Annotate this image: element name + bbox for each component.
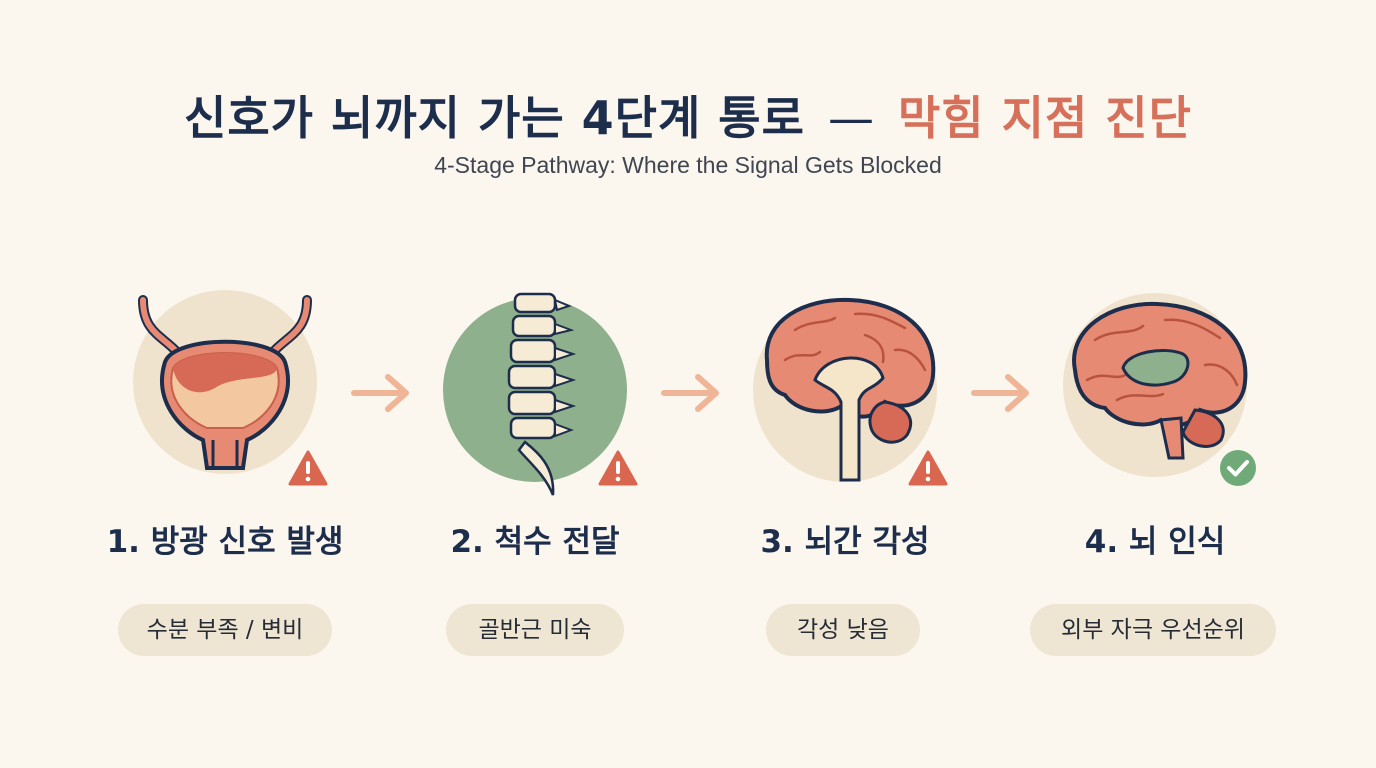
obstacle-pill: 각성 낮음 (766, 604, 920, 656)
title-accent: 막힘 지점 진단 (897, 91, 1192, 145)
warning-icon (908, 450, 948, 486)
stage-label: 1. 방광 신호 발생 (106, 524, 344, 560)
arrow-right-icon (971, 374, 1029, 412)
brain-icon (1063, 293, 1248, 477)
arrow-right-icon (661, 374, 719, 412)
obstacle-pill: 골반근 미숙 (446, 604, 624, 656)
title-main: 신호가 뇌까지 가는 4단계 통로 (184, 91, 805, 145)
page-title: 신호가 뇌까지 가는 4단계 통로 — 막힘 지점 진단 (0, 82, 1376, 148)
brainstem-icon (753, 297, 937, 482)
title-dash: — (827, 91, 875, 145)
spine-icon (443, 292, 627, 496)
stage-label: 4. 뇌 인식 (1084, 524, 1226, 560)
warning-icon (598, 450, 638, 486)
stage-label: 3. 뇌간 각성 (760, 524, 930, 560)
arrow-right-icon (351, 374, 409, 412)
bladder-icon (133, 290, 317, 474)
obstacle-pill: 외부 자극 우선순위 (1030, 604, 1276, 656)
stage-label: 2. 척수 전달 (450, 524, 620, 560)
obstacle-pill: 수분 부족 / 변비 (118, 604, 332, 656)
page-subtitle: 4-Stage Pathway: Where the Signal Gets B… (434, 152, 942, 178)
check-icon (1220, 450, 1256, 486)
warning-icon (288, 450, 328, 486)
